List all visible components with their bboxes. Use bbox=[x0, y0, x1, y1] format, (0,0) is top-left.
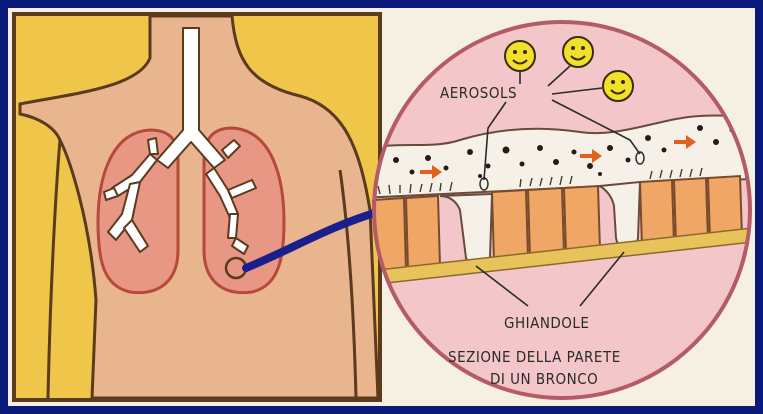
glands-label: GHIANDOLE bbox=[504, 314, 589, 332]
aerosols-label: AEROSOLS bbox=[440, 84, 517, 102]
torso-panel bbox=[14, 14, 380, 400]
caption-line-1: SEZIONE DELLA PARETE bbox=[448, 348, 621, 366]
caption-line-2: DI UN BRONCO bbox=[490, 370, 598, 388]
